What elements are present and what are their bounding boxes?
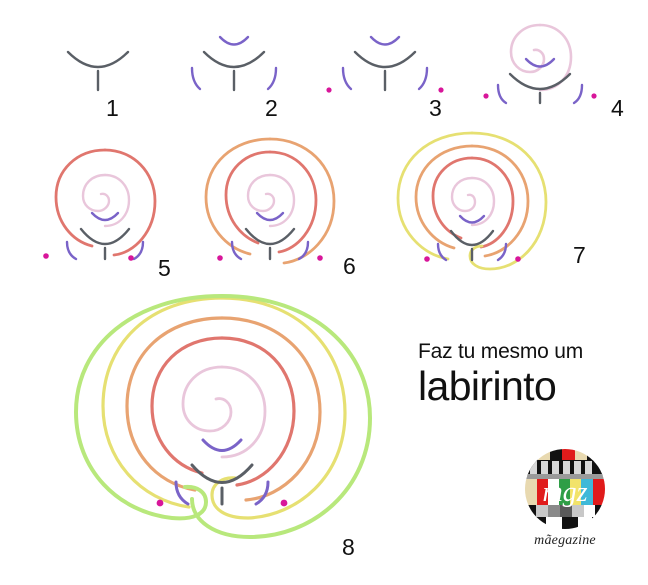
step-number-1: 1 [106, 95, 119, 121]
step-number-2: 2 [265, 95, 278, 121]
tagline: Faz tu mesmo um labirinto [418, 340, 633, 410]
step-number-7: 7 [573, 242, 586, 268]
mgz-logo-icon: mgz [524, 448, 606, 530]
tagline-line-2: labirinto [418, 363, 557, 410]
step-number-5: 5 [158, 255, 171, 281]
step-6-figure [204, 137, 336, 265]
step-3-figure [326, 35, 444, 93]
step-1-figure [66, 50, 130, 92]
step-7-figure [396, 131, 548, 271]
brand-logo: mgz mãegazine [512, 448, 618, 549]
step-number-4: 4 [611, 95, 624, 121]
step-number-3: 3 [429, 95, 442, 121]
tagline-line-1: Faz tu mesmo um [418, 340, 584, 363]
step-5-figure [43, 148, 157, 261]
logo-caption: mãegazine [534, 533, 596, 548]
step-8-figure [73, 294, 373, 540]
svg-text:mgz: mgz [542, 477, 587, 508]
step-4-figure [483, 23, 597, 105]
step-2-figure [190, 35, 278, 92]
step-number-8: 8 [342, 534, 355, 560]
step-number-6: 6 [343, 253, 356, 279]
